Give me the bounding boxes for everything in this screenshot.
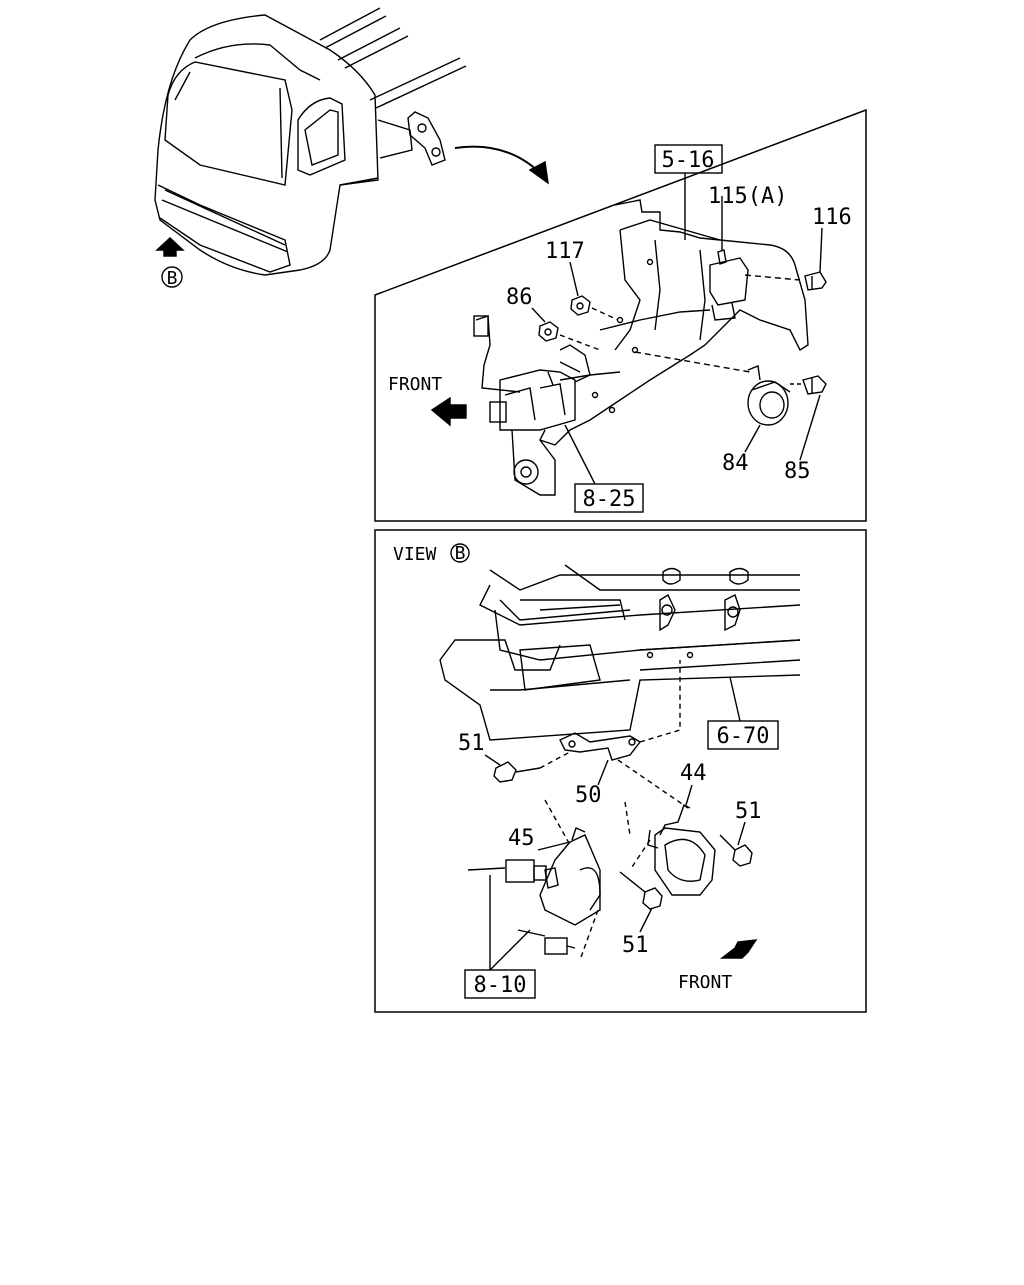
front-label-top: FRONT <box>388 374 442 395</box>
callout-44: 44 <box>680 761 707 786</box>
ref-box-8-25 <box>574 483 644 513</box>
callout-116: 116 <box>812 205 852 230</box>
front-arrow-bottom-icon <box>719 939 758 959</box>
front-arrow-top-icon <box>430 396 467 427</box>
ref-6-70: 6-70 <box>717 724 770 749</box>
ref-box-6-70 <box>707 720 779 750</box>
view-marker-bottom: B <box>455 543 466 564</box>
callout-50: 50 <box>575 783 602 808</box>
callout-85: 85 <box>784 459 811 484</box>
callout-84: 84 <box>722 451 749 476</box>
ref-8-25: 8-25 <box>583 487 636 512</box>
ref-box-5-16 <box>654 144 723 174</box>
ref-5-16: 5-16 <box>662 148 715 173</box>
view-marker-overview: B <box>167 268 178 289</box>
ref-box-8-10 <box>464 969 536 999</box>
callout-51-c: 51 <box>622 933 649 958</box>
callout-115a: 115(A) <box>708 184 787 209</box>
truck-cab-overview <box>154 7 549 276</box>
callout-51-b: 51 <box>735 799 762 824</box>
ref-8-10: 8-10 <box>474 973 527 998</box>
callout-117: 117 <box>545 239 585 264</box>
front-label-bottom: FRONT <box>678 972 732 993</box>
view-b-arrow: B <box>155 237 185 289</box>
callout-51-a: 51 <box>458 731 485 756</box>
callout-45: 45 <box>508 826 535 851</box>
bottom-detail-panel: VIEW B 6-70 50 <box>374 529 867 1013</box>
top-detail-panel: 5-16 115(A) 116 117 <box>374 108 867 522</box>
view-title: VIEW <box>393 544 437 565</box>
callout-86: 86 <box>506 285 533 310</box>
